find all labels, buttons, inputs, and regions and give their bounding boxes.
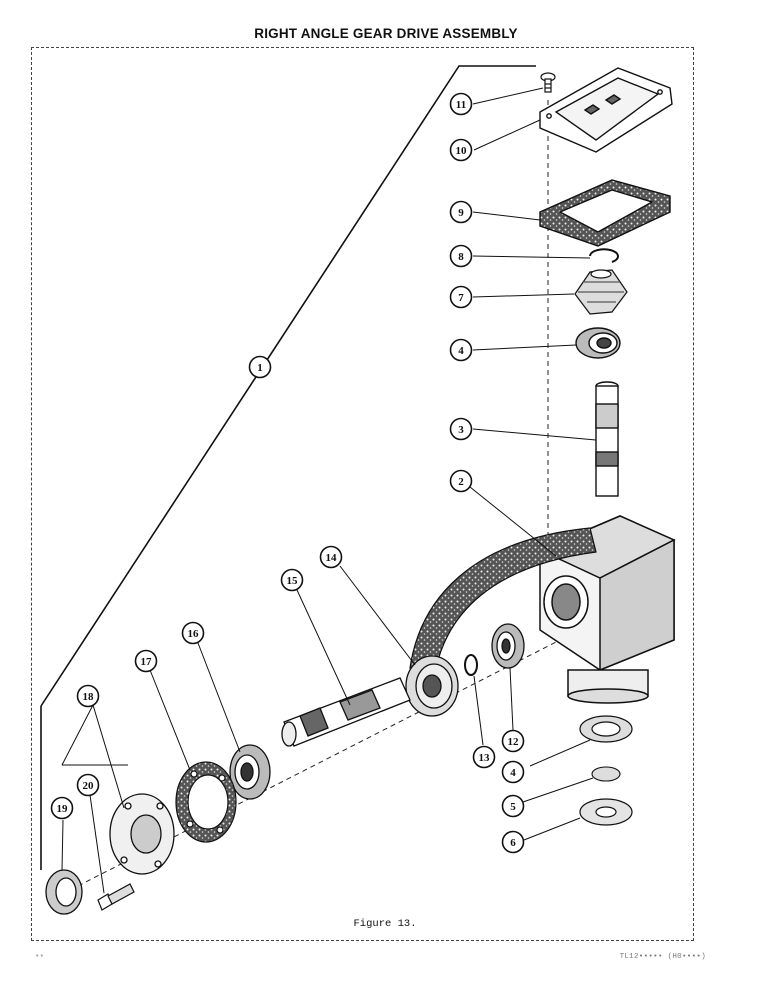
page-title: RIGHT ANGLE GEAR DRIVE ASSEMBLY <box>254 26 518 41</box>
svg-text:4: 4 <box>458 345 464 357</box>
callout-11: 11 <box>449 92 473 116</box>
gasket-part <box>539 179 671 247</box>
cover-plate-part <box>539 67 673 153</box>
svg-text:20: 20 <box>83 780 95 792</box>
callout-17: 17 <box>134 649 158 673</box>
svg-text:2: 2 <box>458 476 464 488</box>
figure-caption: Figure 13. <box>353 918 417 930</box>
callout-5: 5 <box>501 794 525 818</box>
callout-7: 7 <box>449 285 473 309</box>
svg-text:8: 8 <box>458 251 464 263</box>
callout-2: 2 <box>449 469 473 493</box>
callout-8: 8 <box>449 244 473 268</box>
bearing-shaft-part <box>491 623 525 669</box>
svg-text:12: 12 <box>508 736 520 748</box>
svg-text:10: 10 <box>456 145 468 157</box>
callout-1: 1 <box>248 355 272 379</box>
svg-text:3: 3 <box>458 424 464 436</box>
svg-text:17: 17 <box>141 656 153 668</box>
callout-4-upper: 4 <box>449 338 473 362</box>
end-cap-part <box>109 793 175 875</box>
end-gasket-part <box>175 761 237 843</box>
cap-screw-part <box>97 883 135 911</box>
callout-12: 12 <box>501 729 525 753</box>
callout-6: 6 <box>501 830 525 854</box>
figure-frame <box>31 47 694 941</box>
bearing-end-part <box>229 744 271 800</box>
seal-lower-part <box>579 798 633 826</box>
snap-ring-shaft-part <box>464 654 478 676</box>
margin-mark: •• <box>35 953 45 961</box>
svg-text:16: 16 <box>188 628 200 640</box>
svg-text:14: 14 <box>326 552 338 564</box>
spacer-part <box>591 766 621 782</box>
leader-lines <box>61 87 597 894</box>
svg-text:9: 9 <box>458 207 464 219</box>
callout-4-lower: 4 <box>501 760 525 784</box>
callout-10: 10 <box>449 138 473 162</box>
svg-text:5: 5 <box>510 801 516 813</box>
callout-18: 18 <box>76 684 100 708</box>
callout-20: 20 <box>76 773 100 797</box>
hose-part <box>409 527 597 669</box>
plate-code: TL12••••• (H0••••) <box>619 953 706 961</box>
oil-seal-part <box>45 869 83 915</box>
bearing-lower-part <box>579 715 633 743</box>
svg-text:15: 15 <box>287 575 299 587</box>
bevel-gear-part <box>574 269 628 315</box>
svg-text:11: 11 <box>456 99 466 111</box>
svg-text:7: 7 <box>458 292 464 304</box>
svg-text:18: 18 <box>83 691 95 703</box>
callout-19: 19 <box>50 796 74 820</box>
callout-13: 13 <box>472 745 496 769</box>
bearing-upper-part <box>575 327 621 359</box>
pinion-gear-part <box>405 655 459 717</box>
vertical-shaft-part <box>595 381 619 497</box>
callout-16: 16 <box>181 621 205 645</box>
svg-text:4: 4 <box>510 767 516 779</box>
snap-ring-part <box>589 248 619 263</box>
svg-text:13: 13 <box>479 752 491 764</box>
svg-text:1: 1 <box>257 362 263 374</box>
svg-text:19: 19 <box>57 803 69 815</box>
assembly-bracket-line <box>40 65 536 870</box>
horizontal-shaft-part <box>281 677 411 747</box>
screw-part <box>540 72 556 93</box>
callout-14: 14 <box>319 545 343 569</box>
callout-9: 9 <box>449 200 473 224</box>
callout-15: 15 <box>280 568 304 592</box>
callout-3: 3 <box>449 417 473 441</box>
svg-text:6: 6 <box>510 837 516 849</box>
